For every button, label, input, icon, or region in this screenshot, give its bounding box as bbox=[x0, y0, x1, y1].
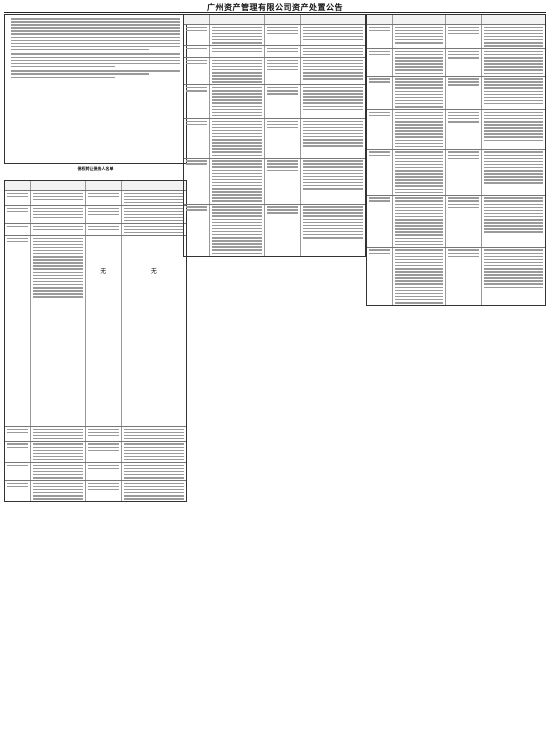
asset-table-1: 无 无 bbox=[4, 180, 187, 503]
empty-cell-mark: 无 bbox=[84, 235, 121, 426]
table-row bbox=[184, 157, 365, 204]
table-row bbox=[367, 48, 545, 76]
table-row bbox=[184, 117, 365, 158]
notice-text-block bbox=[4, 14, 187, 164]
table-row bbox=[367, 75, 545, 110]
table-header-row bbox=[5, 181, 186, 190]
table-row bbox=[5, 480, 186, 502]
table-row bbox=[367, 246, 545, 306]
title-rule bbox=[4, 12, 546, 13]
table-row bbox=[5, 425, 186, 441]
empty-cell-mark: 无 bbox=[120, 235, 186, 426]
page-title: 广州资产管理有限公司资产处置公告 bbox=[207, 3, 343, 12]
table-row: 无 无 bbox=[5, 234, 186, 426]
table-header-row bbox=[367, 15, 545, 24]
table-row bbox=[184, 24, 365, 46]
column-right bbox=[366, 14, 546, 728]
table-row bbox=[184, 84, 365, 118]
asset-table-2 bbox=[183, 14, 366, 257]
table-row bbox=[5, 190, 186, 205]
column-middle bbox=[183, 14, 366, 728]
table-header-row bbox=[184, 15, 365, 24]
table-row bbox=[367, 109, 545, 149]
table-row bbox=[5, 204, 186, 224]
table-row bbox=[5, 462, 186, 481]
table-row bbox=[184, 203, 365, 256]
table-row bbox=[367, 194, 545, 247]
table-row bbox=[367, 24, 545, 49]
table-row bbox=[184, 57, 365, 85]
table-row bbox=[5, 440, 186, 463]
table-row bbox=[184, 45, 365, 58]
table-row bbox=[5, 223, 186, 235]
column-left: 债权转让债务人名单 bbox=[4, 14, 187, 728]
table-subheading: 债权转让债务人名单 bbox=[77, 166, 114, 171]
table-row bbox=[367, 148, 545, 195]
asset-table-3 bbox=[366, 14, 546, 307]
